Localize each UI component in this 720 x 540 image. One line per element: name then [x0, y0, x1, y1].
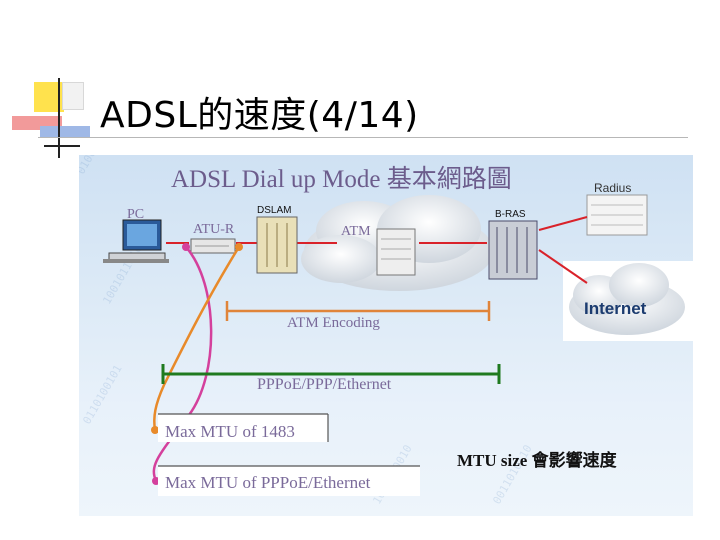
dslam-label: DSLAM: [257, 205, 291, 216]
atm-switch-icon: [376, 228, 416, 276]
magenta-connector: [152, 246, 213, 482]
mtu-1483-label: Max MTU of 1483: [165, 422, 295, 441]
title-decoration: [58, 78, 60, 158]
internet-label: Internet: [584, 299, 647, 318]
radius-server: [586, 194, 648, 236]
diagram-title: ADSL Dial up Mode 基本網路圖: [171, 165, 512, 193]
diagram-canvas: 0100110110 1001011010 0110100101 1010110…: [79, 155, 693, 507]
bras-icon: [488, 220, 538, 280]
pc-label: PC: [127, 207, 144, 222]
title-decoration: [40, 126, 90, 138]
slide-title: ADSL的速度(4/14): [100, 95, 419, 136]
radius-label: Radius: [594, 181, 631, 195]
svg-text:0100110110: 0100110110: [79, 155, 119, 177]
pppoe-span: [161, 364, 501, 384]
svg-text:1001011010: 1001011010: [100, 243, 144, 307]
dslam-icon: [256, 216, 298, 274]
internet-cloud: [563, 261, 693, 341]
atm-label: ATM: [341, 224, 371, 239]
orange-dot: [235, 243, 243, 251]
mtu-pppoe-box: [158, 465, 420, 496]
title-decoration: [44, 145, 80, 147]
atm-encoding-span: [225, 301, 491, 321]
title-decoration: [62, 82, 84, 110]
atm-encoding-label: ATM Encoding: [287, 315, 380, 331]
adsl-diagram: 0100110110 1001011010 0110100101 1010110…: [79, 155, 693, 516]
orange-dot: [151, 426, 159, 434]
atu-r-label: ATU-R: [193, 222, 235, 237]
orange-connector: [153, 246, 241, 431]
atu-r-icon: [190, 238, 236, 254]
mtu-pppoe-label: Max MTU of PPPoE/Ethernet: [165, 473, 371, 492]
mtu-1483-box: [158, 413, 329, 442]
pc-icon: [103, 219, 169, 263]
pppoe-label: PPPoE/PPP/Ethernet: [257, 376, 392, 393]
bras-label: B-RAS: [495, 209, 526, 220]
mtu-note: MTU size 會影響速度: [457, 450, 618, 470]
svg-text:0110100101: 0110100101: [80, 363, 124, 427]
network-links: [166, 216, 588, 284]
title-divider: [38, 137, 688, 138]
magenta-dot: [182, 243, 190, 251]
